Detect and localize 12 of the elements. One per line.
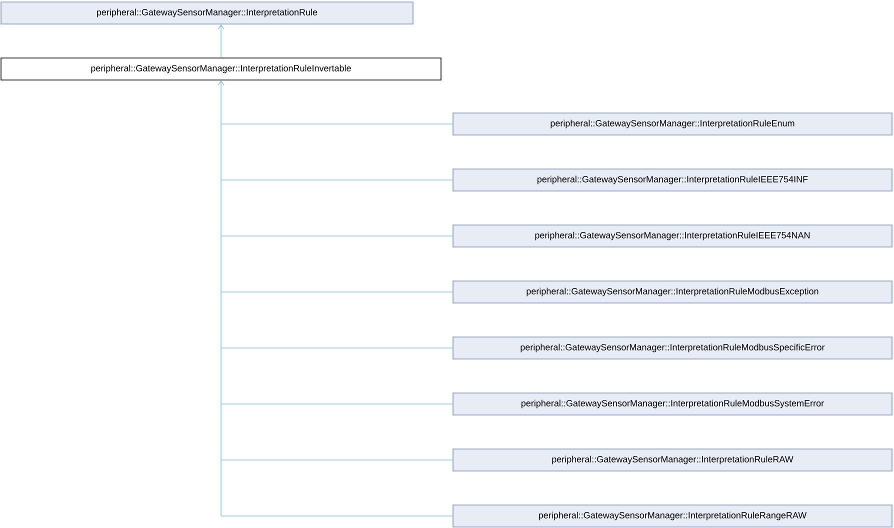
class-box: peripheral::GatewaySensorManager::InterpretationRuleIEEE754NAN — [452, 224, 892, 248]
inheritance-arrow — [218, 80, 224, 516]
class-box: peripheral::GatewaySensorManager::InterpretationRuleInvertable — [0, 58, 442, 80]
class-box: peripheral::GatewaySensorManager::InterpretationRuleModbusSystemError — [452, 392, 892, 416]
class-box: peripheral::GatewaySensorManager::InterpretationRuleModbusException — [452, 280, 892, 304]
class-box: peripheral::GatewaySensorManager::InterpretationRuleRAW — [452, 448, 892, 472]
class-box: peripheral::GatewaySensorManager::InterpretationRule — [0, 2, 414, 24]
class-box: peripheral::GatewaySensorManager::InterpretationRuleRangeRAW — [452, 504, 892, 528]
class-box: peripheral::GatewaySensorManager::InterpretationRuleEnum — [452, 112, 892, 136]
class-box: peripheral::GatewaySensorManager::InterpretationRuleModbusSpecificError — [452, 336, 892, 360]
class-box: peripheral::GatewaySensorManager::InterpretationRuleIEEE754INF — [452, 168, 892, 192]
inheritance-arrow — [218, 24, 224, 58]
